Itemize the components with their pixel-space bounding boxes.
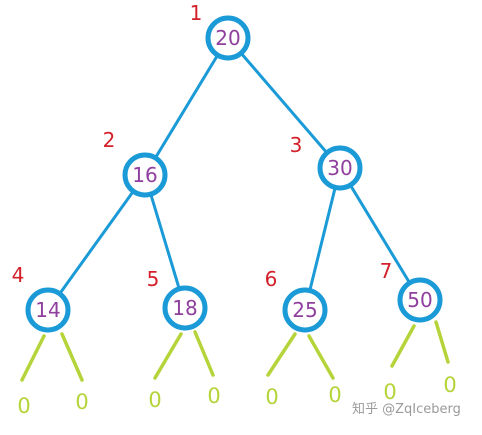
tree-edge xyxy=(338,166,422,302)
null-leaf-label: 0 xyxy=(383,380,396,404)
edges-layer xyxy=(46,36,422,312)
node-value: 30 xyxy=(327,156,352,180)
null-leaf-label: 0 xyxy=(75,390,88,414)
node-ring xyxy=(282,287,328,333)
null-leaf-edge xyxy=(307,334,335,380)
null-leaf-edge xyxy=(153,332,183,380)
null-leaf-label: 0 xyxy=(207,384,220,408)
null-leaf-label: 0 xyxy=(148,388,161,412)
null-leaf-edge xyxy=(434,320,450,364)
tree-node: 50 7 xyxy=(380,259,443,323)
null-leaf-edge xyxy=(193,330,215,377)
node-value: 25 xyxy=(292,298,317,322)
watermark: 知乎 @ZqIceberg xyxy=(352,402,461,417)
null-leaf-label: 0 xyxy=(443,373,456,397)
null-leaf-label: 0 xyxy=(265,385,278,409)
tree-edge xyxy=(226,36,342,170)
tree-edge xyxy=(303,166,342,312)
node-value: 18 xyxy=(172,296,197,320)
null-leaf-label: 0 xyxy=(17,394,30,418)
tree-edge xyxy=(46,173,147,312)
node-index: 1 xyxy=(190,1,203,25)
node-value: 14 xyxy=(35,298,60,322)
tree-node: 16 2 xyxy=(103,128,168,198)
null-leaf-edge xyxy=(20,334,46,382)
null-leaf-label: 0 xyxy=(328,383,341,407)
node-value: 20 xyxy=(215,26,240,50)
null-leaves-layer: 0 0 0 0 0 0 0 0 xyxy=(17,320,457,418)
node-index: 6 xyxy=(265,267,278,291)
tree-node: 18 5 xyxy=(147,267,208,331)
node-index: 5 xyxy=(147,267,160,291)
nodes-layer: 20 1 16 2 30 3 14 4 18 5 25 6 50 7 xyxy=(12,1,443,333)
node-index: 4 xyxy=(12,263,25,287)
node-value: 50 xyxy=(407,288,432,312)
tree-edge xyxy=(143,173,187,310)
null-leaf-edge xyxy=(60,332,84,382)
node-ring xyxy=(122,152,168,198)
node-ring xyxy=(397,277,443,323)
null-leaf-edge xyxy=(390,324,416,368)
tree-node: 14 4 xyxy=(12,263,71,333)
node-index: 2 xyxy=(103,128,116,152)
null-leaf-edge xyxy=(266,332,297,377)
tree-node: 25 6 xyxy=(265,267,328,333)
node-ring xyxy=(162,285,208,331)
node-ring xyxy=(317,145,363,191)
node-ring xyxy=(205,15,251,61)
node-value: 16 xyxy=(132,163,157,187)
tree-node: 30 3 xyxy=(290,133,363,191)
tree-node: 20 1 xyxy=(190,1,251,61)
node-ring xyxy=(25,287,71,333)
node-index: 7 xyxy=(380,259,393,283)
node-index: 3 xyxy=(290,133,303,157)
tree-edge xyxy=(143,36,230,177)
